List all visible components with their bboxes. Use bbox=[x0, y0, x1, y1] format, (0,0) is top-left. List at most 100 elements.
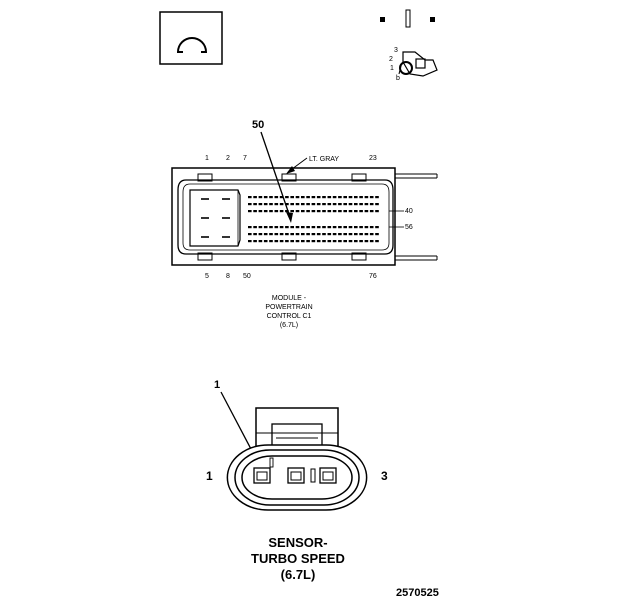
pcm-terminal bbox=[263, 226, 268, 229]
pcm-terminal bbox=[359, 210, 363, 213]
pcm-connector: 50 1 2 7 23 LT. GRAY bbox=[171, 119, 438, 329]
pcm-terminal bbox=[316, 226, 321, 229]
pcm-terminal bbox=[269, 203, 273, 206]
pcm-terminal bbox=[311, 196, 316, 199]
pcm-terminal bbox=[258, 240, 263, 243]
pcm-terminal bbox=[301, 210, 305, 213]
pcm-terminal bbox=[316, 210, 321, 213]
pcm-terminal bbox=[359, 233, 363, 236]
pcm-terminal bbox=[364, 233, 369, 236]
pcm-terminal bbox=[343, 203, 347, 206]
locator-number: 2 bbox=[389, 56, 393, 63]
pcm-terminal bbox=[359, 196, 363, 199]
sensor-callout-number: 1 bbox=[214, 379, 220, 391]
locator-number: 1 bbox=[390, 65, 394, 72]
pcm-terminal bbox=[364, 203, 369, 206]
pcm-terminal bbox=[295, 233, 300, 236]
pcm-side-pin-label: 56 bbox=[405, 224, 413, 231]
pcm-terminal bbox=[348, 210, 353, 213]
pcm-terminal bbox=[338, 196, 342, 199]
pcm-terminal bbox=[322, 233, 326, 236]
pcm-terminal bbox=[274, 210, 279, 213]
pcm-terminal bbox=[290, 203, 294, 206]
pcm-terminal bbox=[301, 233, 305, 236]
pcm-terminal bbox=[274, 196, 279, 199]
pcm-terminal bbox=[269, 240, 273, 243]
pcm-terminal bbox=[285, 203, 289, 206]
pcm-top-pin-label: 1 bbox=[205, 155, 209, 162]
pcm-terminal bbox=[253, 210, 257, 213]
pcm-terminal bbox=[306, 240, 310, 243]
pcm-top-pin-label: 7 bbox=[243, 155, 247, 162]
pcm-terminal bbox=[369, 210, 374, 213]
pcm-caption-line: (6.7L) bbox=[280, 322, 298, 329]
pcm-bottom-pin-label: 5 bbox=[205, 273, 209, 280]
pcm-terminal bbox=[295, 240, 300, 243]
pcm-terminal bbox=[248, 196, 252, 199]
pcm-terminal bbox=[354, 233, 358, 236]
pcm-terminal bbox=[332, 240, 337, 243]
pcm-top-pin-label: 23 bbox=[369, 155, 377, 162]
pcm-terminal bbox=[369, 203, 374, 206]
pcm-caption-line: POWERTRAIN bbox=[265, 304, 312, 311]
pcm-terminal bbox=[311, 233, 316, 236]
pcm-terminal bbox=[348, 196, 353, 199]
pcm-terminal bbox=[316, 233, 321, 236]
pcm-terminal bbox=[364, 196, 369, 199]
pcm-terminal bbox=[327, 210, 332, 213]
pcm-terminal bbox=[290, 240, 294, 243]
pcm-terminal bbox=[253, 203, 257, 206]
pcm-terminal bbox=[375, 240, 379, 243]
pcm-terminal bbox=[274, 233, 279, 236]
pcm-terminal bbox=[263, 233, 268, 236]
pcm-terminal bbox=[348, 240, 353, 243]
omega-symbol-box bbox=[159, 11, 223, 65]
pcm-terminal bbox=[311, 240, 316, 243]
pcm-terminal bbox=[290, 210, 294, 213]
pcm-terminal bbox=[369, 196, 374, 199]
pcm-terminal bbox=[248, 233, 252, 236]
pcm-small-terminals bbox=[248, 196, 379, 243]
pcm-terminal bbox=[359, 240, 363, 243]
pcm-terminal bbox=[354, 203, 358, 206]
pcm-terminal bbox=[375, 210, 379, 213]
pcm-terminal bbox=[301, 226, 305, 229]
pcm-caption-line: MODULE - bbox=[272, 295, 307, 302]
pcm-terminal bbox=[364, 240, 369, 243]
pcm-terminal bbox=[285, 233, 289, 236]
pcm-terminal bbox=[369, 240, 374, 243]
pcm-terminal bbox=[316, 196, 321, 199]
pcm-terminal bbox=[269, 210, 273, 213]
pcm-terminal bbox=[327, 240, 332, 243]
pcm-terminal bbox=[279, 203, 284, 206]
pcm-callout-number: 50 bbox=[252, 119, 264, 131]
pcm-terminal bbox=[338, 240, 342, 243]
pcm-terminal bbox=[327, 233, 332, 236]
pcm-terminal bbox=[295, 196, 300, 199]
pcm-terminal bbox=[263, 196, 268, 199]
pcm-terminal bbox=[338, 210, 342, 213]
pcm-terminal bbox=[311, 226, 316, 229]
pcm-terminal bbox=[316, 240, 321, 243]
pcm-terminal bbox=[290, 233, 294, 236]
pcm-terminal bbox=[322, 240, 326, 243]
pcm-terminal bbox=[364, 226, 369, 229]
pcm-terminal bbox=[301, 240, 305, 243]
pcm-terminal bbox=[322, 203, 326, 206]
pcm-terminal bbox=[295, 210, 300, 213]
locator-icon: 3 2 1 b bbox=[380, 9, 438, 82]
pcm-terminal bbox=[343, 226, 347, 229]
pcm-terminal bbox=[248, 203, 252, 206]
pcm-terminal bbox=[295, 203, 300, 206]
pcm-terminal bbox=[306, 210, 310, 213]
pcm-top-pin-label: 2 bbox=[226, 155, 230, 162]
pcm-terminal bbox=[354, 196, 358, 199]
pcm-terminal bbox=[354, 226, 358, 229]
pcm-terminal bbox=[343, 240, 347, 243]
pcm-terminal bbox=[285, 196, 289, 199]
pcm-terminal bbox=[332, 233, 337, 236]
pcm-terminal bbox=[306, 203, 310, 206]
pcm-terminal bbox=[263, 203, 268, 206]
pcm-terminal bbox=[375, 226, 379, 229]
pcm-terminal bbox=[285, 240, 289, 243]
